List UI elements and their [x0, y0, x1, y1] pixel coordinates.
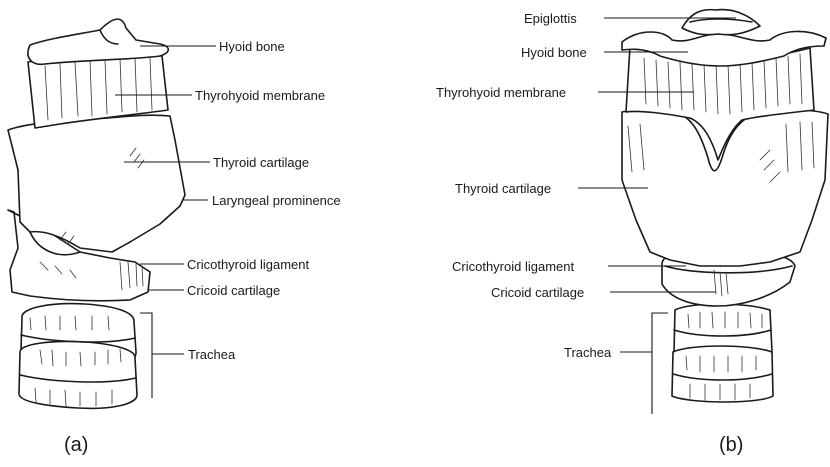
panel-b: Epiglottis Hyoid bone Thyrohyoid membran…: [436, 10, 828, 456]
panel-a-larynx-drawing: [8, 19, 185, 408]
label-epiglottis-b: Epiglottis: [524, 11, 577, 26]
label-thyrohyoid-membrane-b: Thyrohyoid membrane: [436, 85, 566, 100]
label-thyroid-cartilage-a: Thyroid cartilage: [213, 155, 309, 170]
label-cricothyroid-ligament-b: Cricothyroid ligament: [452, 259, 574, 274]
label-cricoid-cartilage-b: Cricoid cartilage: [491, 285, 584, 300]
label-laryngeal-prominence-a: Laryngeal prominence: [212, 193, 341, 208]
label-cricoid-cartilage-a: Cricoid cartilage: [187, 283, 280, 298]
label-thyroid-cartilage-b: Thyroid cartilage: [455, 181, 551, 196]
hyoid-bone-a-drawing: [28, 19, 168, 64]
epiglottis-b-drawing: [682, 10, 760, 35]
panel-a-caption: (a): [64, 434, 88, 456]
label-trachea-a: Trachea: [188, 347, 236, 362]
trachea-a-drawing: [19, 304, 137, 409]
panel-b-larynx-drawing: [622, 10, 828, 402]
label-hyoid-bone-a: Hyoid bone: [219, 39, 285, 54]
label-thyrohyoid-membrane-a: Thyrohyoid membrane: [195, 88, 325, 103]
label-trachea-b: Trachea: [564, 345, 612, 360]
label-cricothyroid-ligament-a: Cricothyroid ligament: [187, 257, 309, 272]
label-hyoid-bone-b: Hyoid bone: [521, 45, 587, 60]
panel-b-caption: (b): [719, 434, 743, 456]
leader-trachea-bracket-a: [140, 313, 152, 398]
panel-a: Hyoid bone Thyrohyoid membrane Thyroid c…: [8, 19, 341, 456]
trachea-b-drawing: [672, 304, 773, 402]
leader-trachea-bracket-b: [652, 313, 668, 414]
